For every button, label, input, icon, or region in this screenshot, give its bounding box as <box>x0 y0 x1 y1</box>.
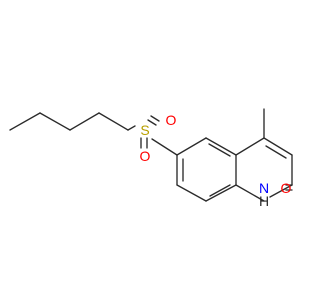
sulfonyl-group <box>140 115 178 156</box>
pyridone-ring <box>235 137 293 202</box>
aromatic-double-bond <box>209 184 231 197</box>
oxygen-atom-label-bottom: O <box>140 148 151 164</box>
bond <box>151 138 178 156</box>
carbonyl-oxygen-label: O <box>281 180 292 196</box>
bond <box>205 184 237 202</box>
molecule-structure: S O O N H O <box>9 108 293 209</box>
bond <box>205 137 237 156</box>
bond <box>176 137 207 156</box>
oxygen-atom-label-top: O <box>166 112 177 128</box>
benzo-ring <box>176 137 237 202</box>
bond <box>69 112 100 131</box>
bond <box>235 184 265 202</box>
bond <box>127 125 136 131</box>
double-bond <box>147 119 157 126</box>
bond <box>9 112 41 131</box>
hydrogen-atom-label: H <box>259 193 269 209</box>
bond <box>263 137 293 156</box>
ring-double-bond <box>265 145 287 159</box>
double-bond <box>150 115 160 122</box>
bond <box>176 184 207 202</box>
aromatic-double-bond <box>208 143 231 157</box>
bond <box>269 184 293 198</box>
bond <box>235 137 265 156</box>
nitrogen-atom-label: N <box>259 180 269 196</box>
bond <box>98 112 129 131</box>
bond <box>39 112 71 131</box>
sulfur-atom-label: S <box>140 122 149 138</box>
hexyl-chain <box>9 112 136 131</box>
